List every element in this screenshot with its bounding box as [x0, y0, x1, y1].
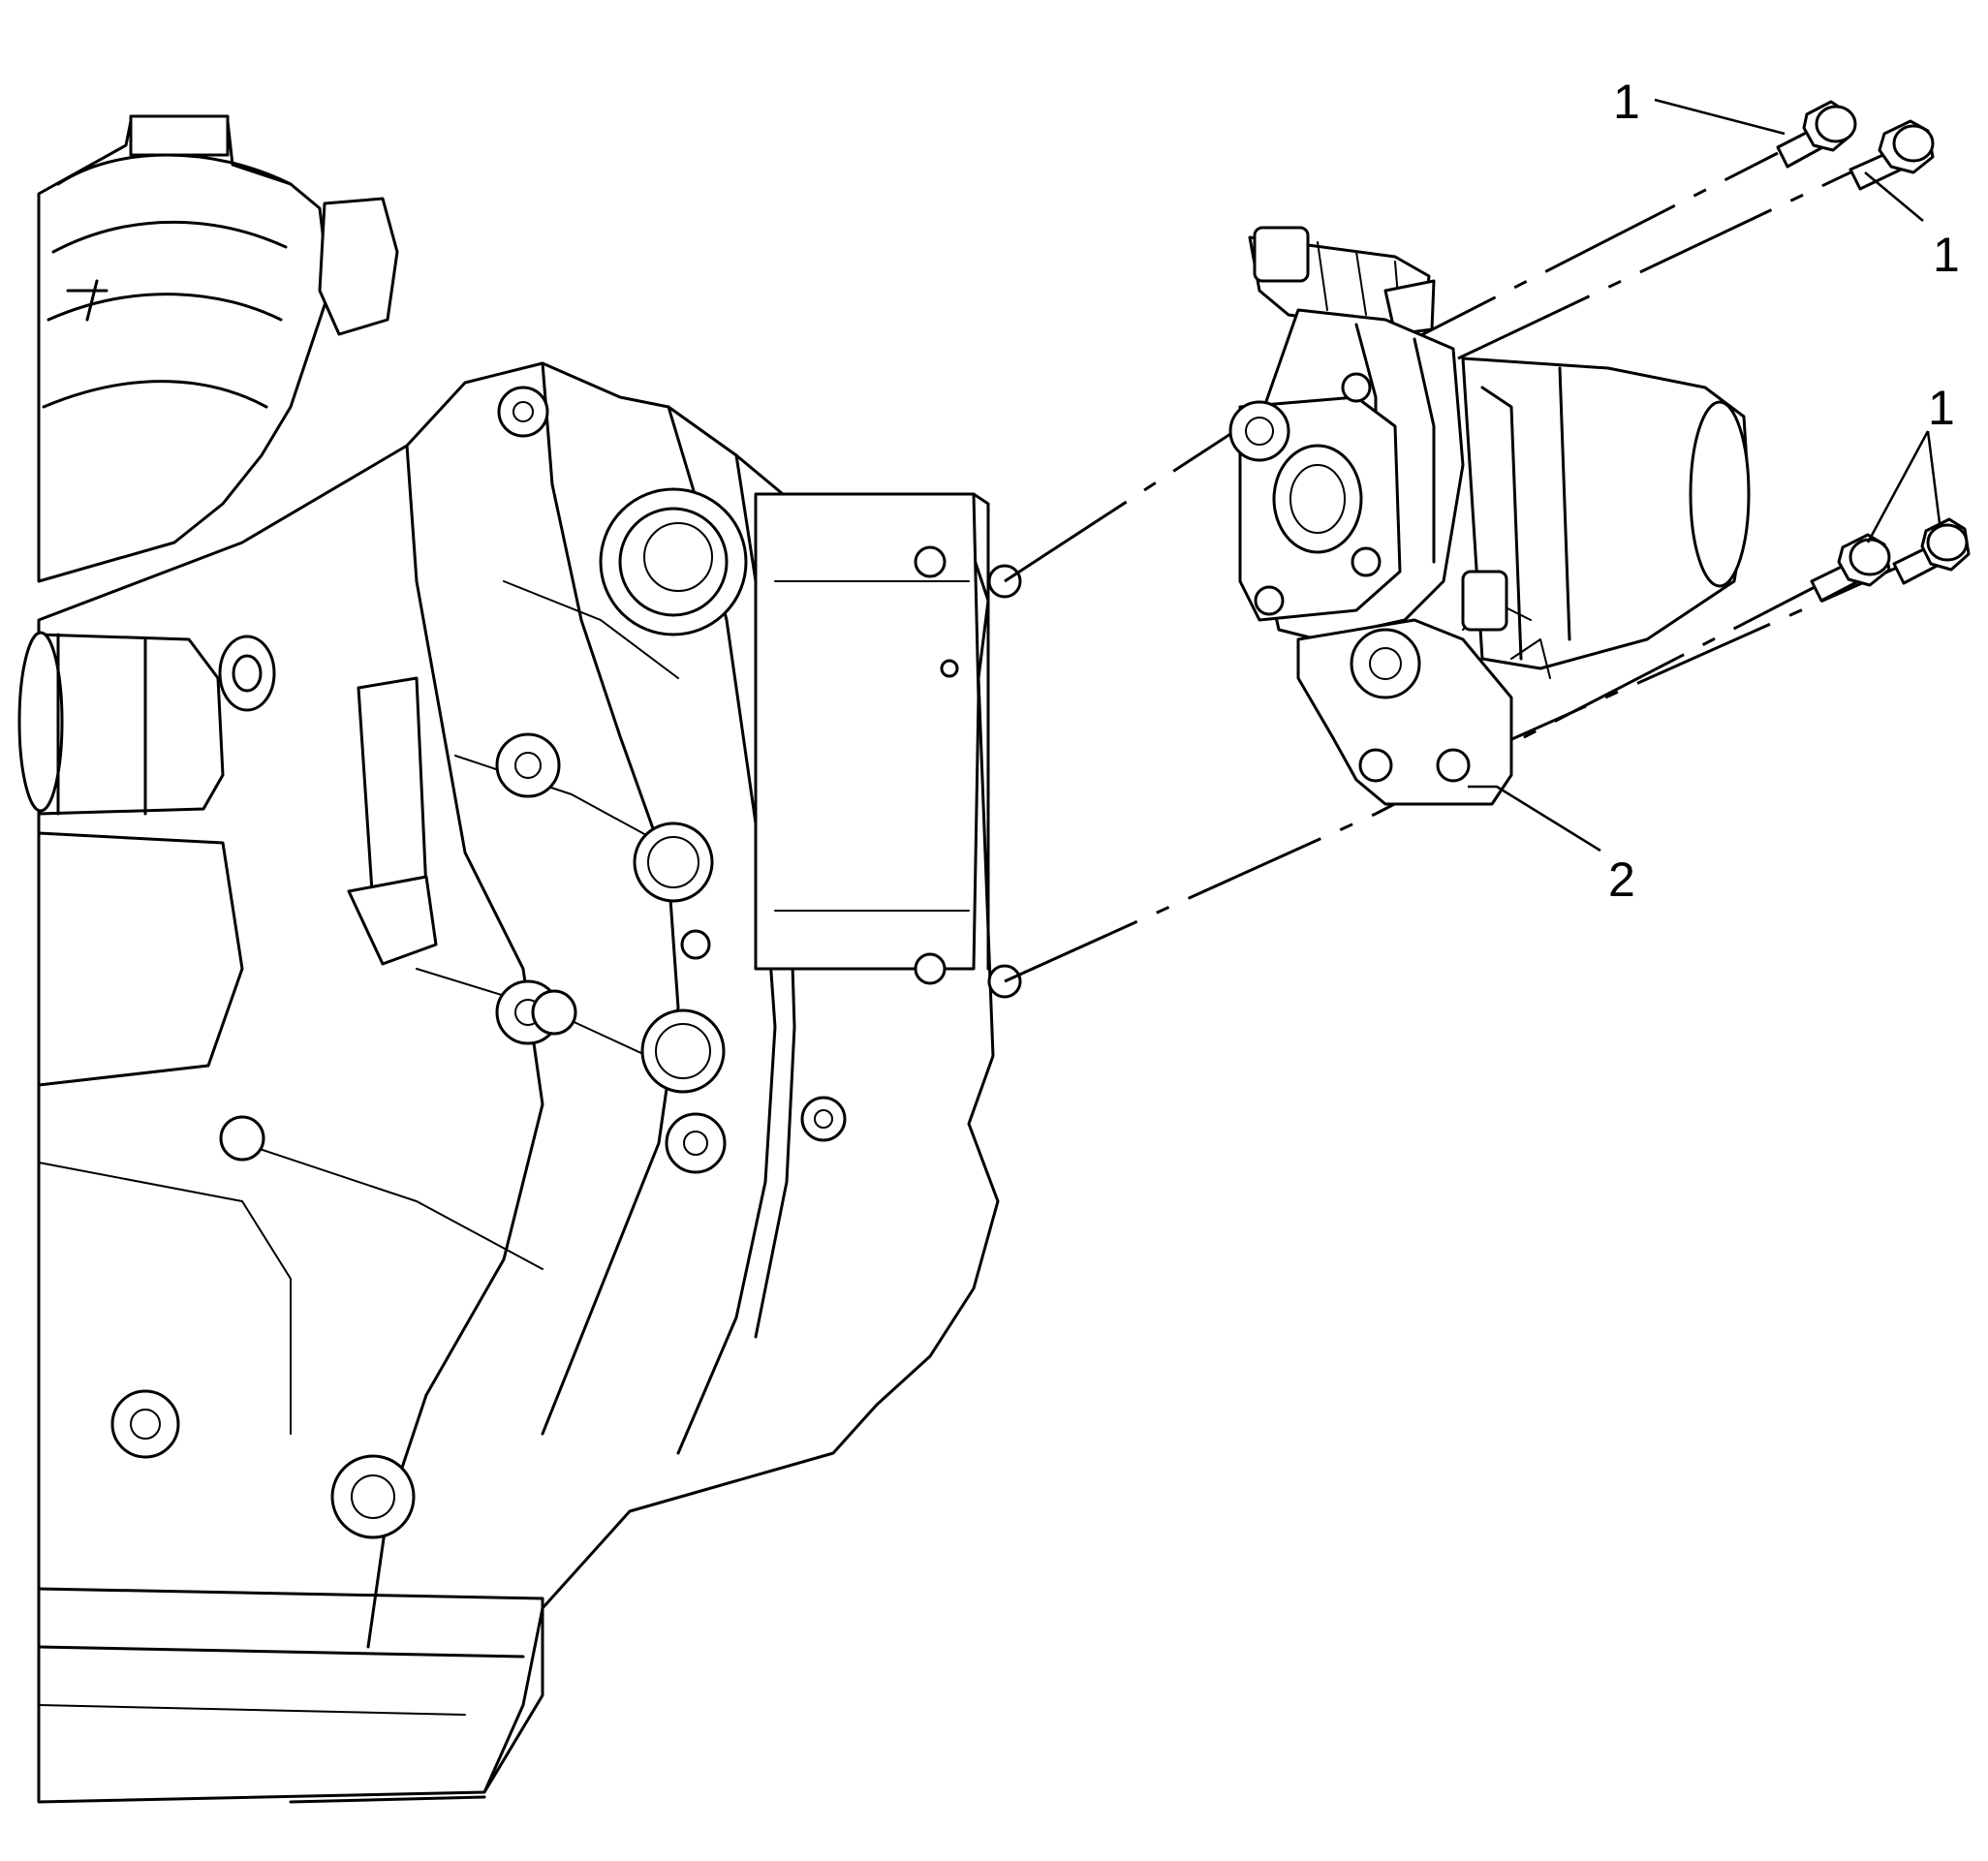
assembly-alignment-lines — [1004, 151, 1900, 983]
housing-bolt-bosses — [110, 386, 847, 1539]
housing-ports — [599, 487, 748, 1094]
callout-leader-actuator — [1468, 785, 1601, 853]
actuator-assembly — [1228, 226, 1751, 806]
callout-label-bolt-pair: 1 — [1928, 381, 1955, 435]
bolt-top-right — [1848, 119, 1935, 191]
mounting-bolts — [1776, 100, 1971, 603]
callout-leader-bolt-a — [1654, 98, 1786, 136]
callout-label-bolt-a: 1 — [1613, 75, 1640, 129]
engine-transmission-assembly — [17, 114, 1022, 1804]
callout-leader-bolt-pair-left — [1866, 430, 1930, 543]
bolt-lower-left — [1810, 533, 1891, 603]
bolt-lower-right — [1892, 517, 1971, 585]
callout-label-bolt-b: 1 — [1933, 228, 1960, 282]
bolt-top-left — [1776, 100, 1857, 169]
callout-label-actuator: 2 — [1608, 853, 1635, 907]
callouts: 1 1 1 2 — [1468, 75, 1960, 907]
callout-leader-bolt-b — [1864, 171, 1924, 222]
callout-leader-bolt-pair-right — [1926, 430, 1941, 524]
actuator-mounting-pad — [754, 492, 1022, 999]
